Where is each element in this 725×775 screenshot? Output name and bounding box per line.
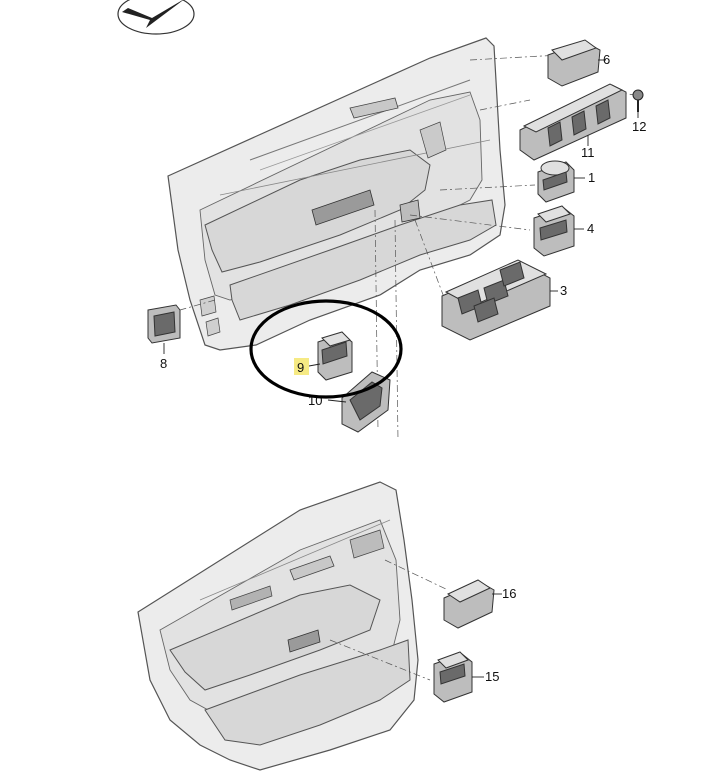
rear-door-panel — [137, 481, 419, 771]
part-9-switch: 9 — [294, 331, 353, 381]
part-16-switch: 16 — [443, 579, 516, 629]
callout-15: 15 — [485, 669, 499, 684]
callout-12: 12 — [632, 119, 646, 134]
callout-8: 8 — [160, 356, 167, 371]
callout-16: 16 — [502, 586, 516, 601]
part-8-switch: 8 — [147, 304, 181, 371]
callout-3: 3 — [560, 283, 567, 298]
part-15-switch: 15 — [433, 651, 499, 703]
part-6-switch: 6 — [547, 39, 610, 87]
callout-9-highlight — [294, 358, 309, 375]
part-11-switch-strip: 11 — [519, 83, 627, 161]
front-door-panel — [167, 37, 506, 351]
callout-9: 9 — [297, 360, 304, 375]
callout-1: 1 — [588, 170, 595, 185]
callout-4: 4 — [587, 221, 594, 236]
callout-6: 6 — [603, 52, 610, 67]
part-1-knob-switch: 1 — [537, 160, 595, 203]
part-3-window-switch-block: 3 — [441, 259, 567, 341]
assembly-lines-rear — [329, 559, 449, 681]
direction-arrow-icon — [117, 0, 195, 35]
callout-11: 11 — [581, 145, 595, 160]
part-12-screw: 12 — [632, 89, 646, 134]
highlight-circle — [249, 299, 403, 399]
part-4-switch: 4 — [533, 205, 594, 257]
